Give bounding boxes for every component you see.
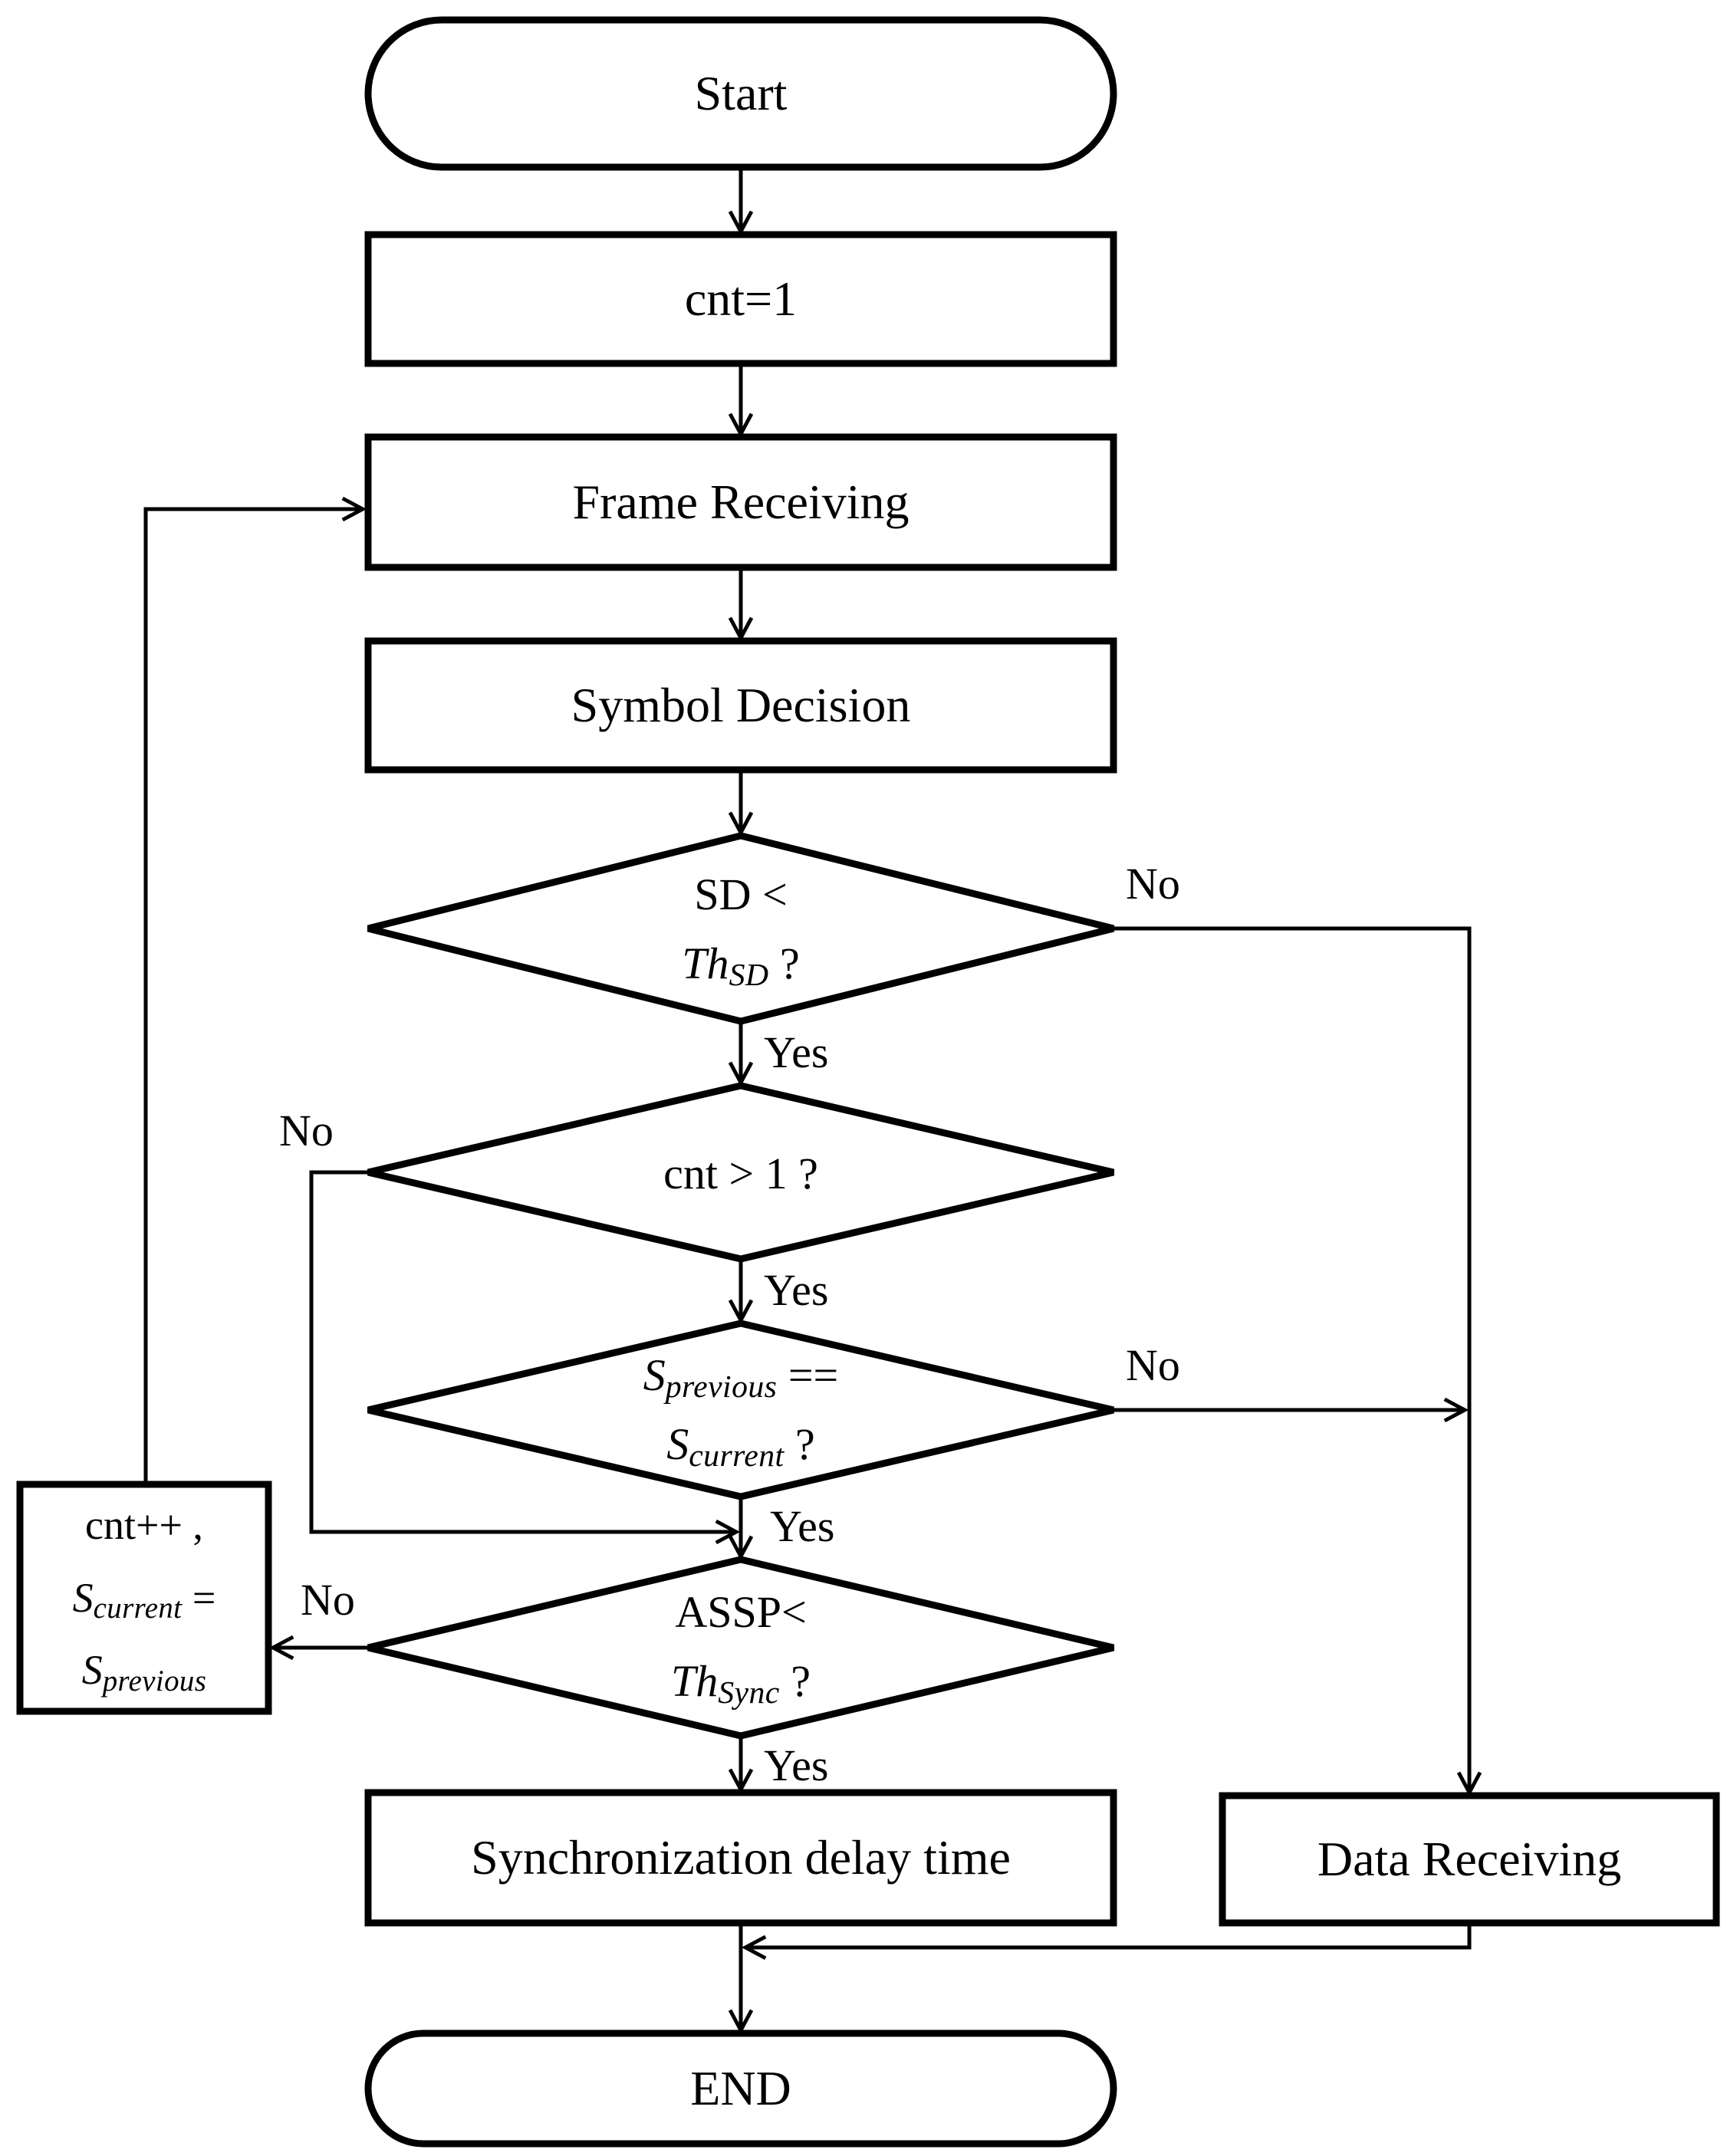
start-label: Start — [694, 66, 788, 120]
edge-update-feedback-to-frame — [143, 509, 363, 1481]
update-counters-shape — [16, 1481, 272, 1715]
symbol-compare-label: Sprevious == Scurrent ? — [511, 1325, 971, 1495]
cnt-init-label: cnt=1 — [684, 271, 798, 326]
edge-data-to-end-merge — [745, 1926, 1472, 1947]
sd-threshold-no-label: No — [1126, 859, 1180, 909]
assp-check-line1: ASSP< — [675, 1587, 807, 1638]
symbol-compare-line2: Scurrent ? — [666, 1419, 815, 1474]
cnt-check-yes-label: Yes — [764, 1265, 829, 1315]
cnt-check-no-label: No — [279, 1106, 334, 1155]
cnt-check-diamond — [367, 1082, 1115, 1263]
sd-threshold-label: SD < ThSD ? — [511, 848, 971, 1011]
symbol-compare-no-label: No — [1126, 1340, 1180, 1390]
symbol-decision-shape — [364, 637, 1117, 774]
update-counters-line3: Sprevious — [81, 1647, 207, 1698]
symbol-compare-line1: Sprevious == — [643, 1350, 839, 1405]
cnt-check-label: cnt > 1 ? — [663, 1149, 818, 1199]
frame-receiving-label: Frame Receiving — [572, 475, 910, 529]
assp-check-yes-label: Yes — [764, 1740, 829, 1790]
sd-threshold-yes-label: Yes — [764, 1027, 829, 1077]
symbol-compare-diamond — [367, 1320, 1115, 1500]
sync-delay-shape — [364, 1789, 1117, 1927]
update-counters-line1: cnt++ , — [85, 1502, 203, 1549]
assp-check-diamond — [367, 1556, 1115, 1740]
end-terminator-shape — [364, 2029, 1117, 2148]
data-receiving-label: Data Receiving — [1317, 1832, 1622, 1886]
edge-sdcheck-no-to-data — [1114, 926, 1469, 1793]
end-label: END — [690, 2061, 791, 2115]
sd-threshold-diamond — [367, 832, 1115, 1025]
assp-check-label: ASSP< ThSync ? — [511, 1566, 971, 1728]
symbol-decision-label: Symbol Decision — [571, 678, 911, 732]
assp-check-line2: ThSync ? — [671, 1656, 811, 1711]
update-counters-line2: Scurrent = — [72, 1574, 216, 1625]
update-counters-label: cnt++ , Scurrent = Sprevious — [20, 1484, 268, 1711]
assp-check-no-label: No — [301, 1575, 355, 1625]
frame-receiving-shape — [364, 433, 1117, 571]
sd-threshold-line2: ThSD ? — [682, 938, 800, 994]
data-receiving-shape — [1219, 1792, 1720, 1927]
cnt-init-shape — [364, 231, 1117, 367]
symbol-compare-yes-label: Yes — [770, 1501, 835, 1551]
sd-threshold-line1: SD < — [694, 869, 788, 920]
sync-delay-label: Synchronization delay time — [471, 1830, 1011, 1885]
edge-cntcheck-no-bypass — [309, 1170, 736, 1532]
start-terminator-shape — [364, 16, 1117, 171]
